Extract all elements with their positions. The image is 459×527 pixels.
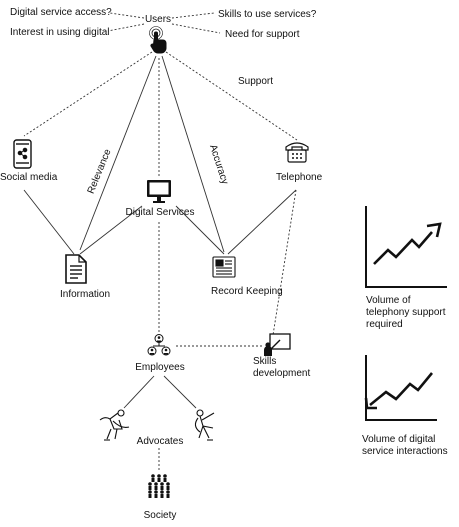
telephone-icon: [285, 142, 309, 163]
edge-users-skills: [171, 12, 215, 19]
node-advocates: Advocates: [136, 436, 184, 447]
edge-users-information: [79, 55, 157, 251]
newspaper-icon: [212, 256, 236, 278]
edge-label-support: Support: [238, 76, 274, 87]
edge-users-socialmedia: [23, 51, 153, 137]
edge-users-need: [171, 23, 221, 34]
trend-label-telephony: Volume of telephony support required: [366, 295, 446, 330]
node-telephone: Telephone: [276, 172, 323, 183]
superhero-icon: [99, 409, 130, 441]
trend-label-digital: Volume of digital service interactions: [362, 434, 448, 457]
node-employees: Employees: [135, 362, 185, 373]
node-digital-services: Digital Services: [125, 207, 195, 218]
superhero-icon-right: [194, 409, 215, 441]
node-record-keeping: Record Keeping: [211, 286, 283, 297]
edge-telephone-recordkeeping: [227, 189, 297, 255]
node-digital-service-access: Digital service access?: [10, 7, 112, 18]
node-information: Information: [60, 289, 111, 300]
node-social-media: Social media: [0, 172, 58, 183]
presentation-board-icon: [264, 333, 291, 356]
node-skills-to-use-services: Skills to use services?: [218, 9, 317, 20]
document-icon: [65, 254, 87, 284]
edge-digitalservices-recordkeeping: [175, 205, 225, 255]
node-skills-development: Skills development: [253, 356, 311, 379]
edge-users-recordkeeping: [161, 55, 225, 253]
edge-socialmedia-information: [23, 189, 75, 255]
pointing-hand-icon: [149, 26, 167, 54]
edge-users-telephone: [165, 51, 298, 141]
edge-users-access: [109, 12, 145, 19]
monitor-icon: [147, 180, 171, 203]
edge-telephone-skills: [272, 189, 297, 336]
node-users: Users: [144, 14, 172, 25]
node-need-for-support: Need for support: [225, 29, 300, 40]
node-society: Society: [143, 510, 177, 521]
edge-digitalservices-information: [79, 205, 143, 255]
smartphone-share-icon: [13, 139, 32, 169]
node-interest-in-using-digital: Interest in using digital: [10, 27, 110, 38]
trend-up-icon: [365, 206, 447, 288]
edge-users-interest: [107, 23, 145, 32]
edge-employees-hero-right: [163, 375, 197, 409]
crowd-icon: [148, 474, 170, 498]
team-icon: [147, 334, 171, 356]
trend-down-up-icon: [364, 355, 437, 421]
edge-employees-hero-left: [123, 375, 155, 409]
